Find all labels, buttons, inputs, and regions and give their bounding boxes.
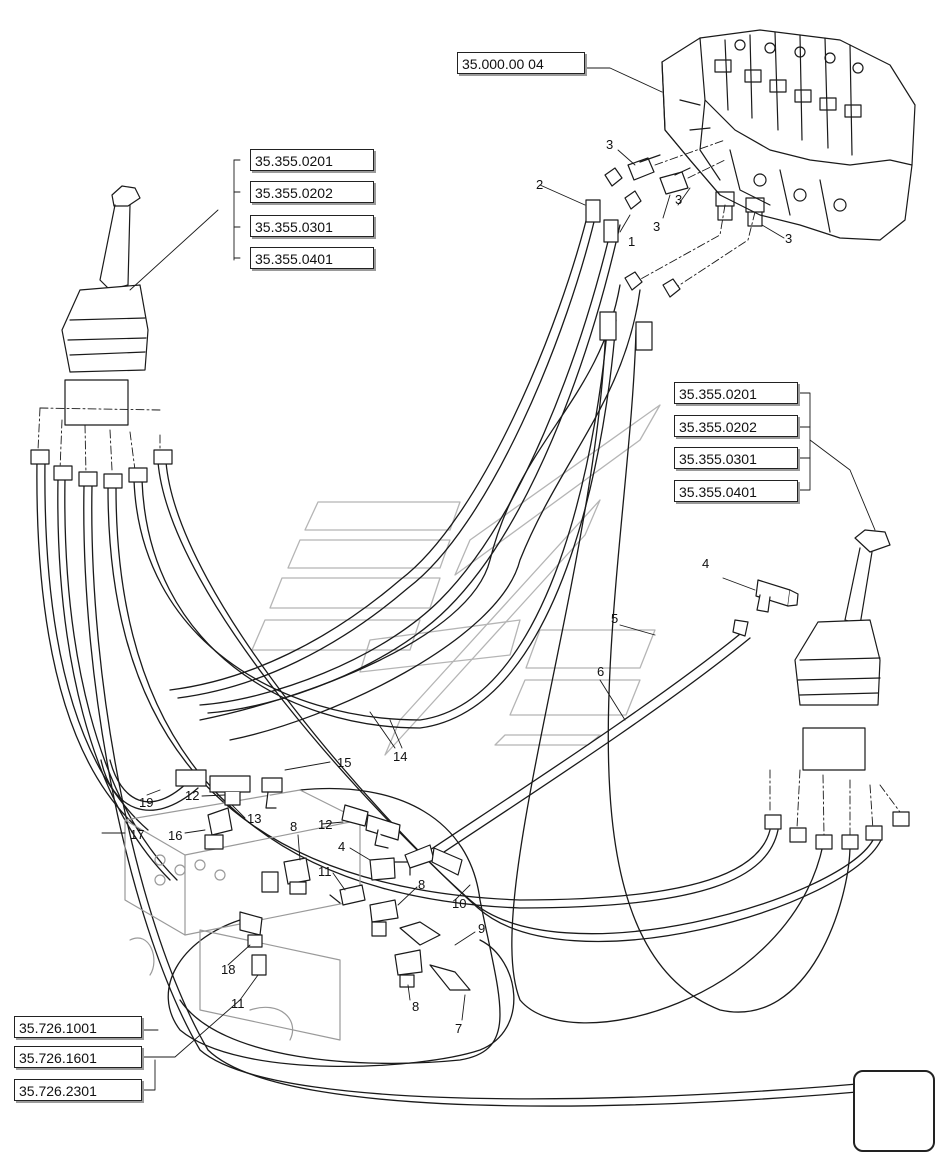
callout-9: 9	[478, 921, 486, 936]
valve-ref-box[interactable]: 35.000.00 04	[457, 52, 585, 74]
left-ref-box-3[interactable]: 35.355.0301	[250, 215, 374, 237]
valve-hose-ends	[585, 167, 681, 351]
right-hose-ends	[764, 811, 910, 850]
left-joystick	[61, 185, 149, 426]
callout-6: 6	[597, 664, 605, 679]
callout-8: 8	[290, 819, 298, 834]
callout-10: 10	[452, 896, 467, 911]
callout-11: 11	[231, 996, 245, 1011]
callout-1: 1	[628, 234, 636, 249]
left-hose-ends	[30, 449, 173, 489]
logo-watermark-icon	[251, 404, 661, 756]
callout-3: 3	[785, 231, 793, 246]
callout-7: 7	[455, 1021, 463, 1036]
callout-11: 11	[318, 864, 332, 879]
callout-19: 19	[139, 795, 154, 810]
callout-18: 18	[221, 962, 236, 977]
right-ref-box-3[interactable]: 35.355.0301	[674, 447, 798, 469]
left-ref-box-1[interactable]: 35.355.0201	[250, 149, 374, 171]
right-joystick	[794, 529, 891, 771]
next-page-button[interactable]	[853, 1070, 935, 1152]
dash-leaders	[37, 139, 901, 836]
fitting-group-valve	[627, 154, 765, 227]
callout-5: 5	[611, 611, 619, 626]
right-ref-box-1[interactable]: 35.355.0201	[674, 382, 798, 404]
callout-3: 3	[606, 137, 614, 152]
left-ref-box-4[interactable]: 35.355.0401	[250, 247, 374, 269]
callout-4: 4	[338, 839, 346, 854]
bottom-ref-box-2[interactable]: 35.726.1601	[14, 1046, 142, 1068]
callout-8: 8	[412, 999, 420, 1014]
callout-12: 12	[318, 817, 333, 832]
callout-12: 12	[185, 788, 200, 803]
bottom-ref-box-3[interactable]: 35.726.2301	[14, 1079, 142, 1101]
callout-4: 4	[702, 556, 710, 571]
left-ref-box-2[interactable]: 35.355.0202	[250, 181, 374, 203]
tee-fitting	[732, 579, 799, 637]
callout-13: 13	[247, 811, 262, 826]
bottom-ref-box-1[interactable]: 35.726.1001	[14, 1016, 142, 1038]
callout-16: 16	[168, 828, 183, 843]
right-ref-box-2[interactable]: 35.355.0202	[674, 415, 798, 437]
control-valve-block	[661, 29, 916, 241]
callout-3: 3	[653, 219, 661, 234]
callout-2: 2	[536, 177, 544, 192]
leader-lines	[101, 67, 876, 1091]
fitting-cluster	[175, 769, 471, 991]
right-ref-box-4[interactable]: 35.355.0401	[674, 480, 798, 502]
callout-14: 14	[393, 749, 408, 764]
callout-15: 15	[337, 755, 352, 770]
callout-8: 8	[418, 877, 426, 892]
callout-3: 3	[675, 192, 683, 207]
hose-lines	[36, 204, 901, 1107]
callout-17: 17	[130, 827, 145, 842]
